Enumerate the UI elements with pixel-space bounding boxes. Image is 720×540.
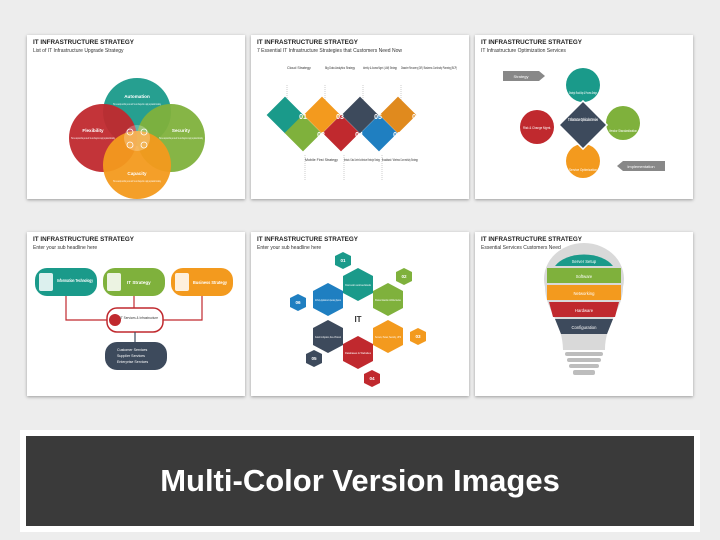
label-automation: Automation [124, 94, 150, 99]
body-security: This is a sample text that you can edit.… [159, 136, 203, 140]
venn-diagram: Automation Flexibility Security Capacity… [69, 78, 205, 199]
implementation-arrow [617, 161, 665, 171]
circle-capacity [103, 131, 171, 199]
strategy-arrow [503, 71, 545, 81]
slide-thumbnail-2[interactable]: IT INFRASTRUCTURE STRATEGY 7 Essential I… [251, 35, 469, 199]
body-flexibility: This is a sample text that you can edit.… [71, 136, 115, 140]
layer-label: Configuration [572, 325, 598, 330]
piece-number: 04 [355, 132, 363, 139]
hexagon-diagram: IT 01 02 03 04 05 06 Virtual Local & Loc… [290, 252, 426, 387]
piece-number: 06 [393, 132, 401, 139]
node-risk-label: Risk & Change Mgmt. [523, 126, 551, 130]
puzzle-diagram: Cloud Strategy Big Data Analytics Strate… [266, 66, 457, 180]
hex-number: 05 [311, 356, 317, 361]
node-vendor [606, 106, 640, 140]
box-label: Business Strategy [193, 280, 227, 285]
label-network-data-centre: Network / Data Centre Architecture Redes… [344, 158, 380, 162]
label-big-data: Big Data Analytics Strategy [325, 66, 355, 70]
banner: Multi-Color Version Images [20, 430, 700, 532]
hex-text: Virtual Local & Local Area Networks [345, 283, 371, 287]
hex-number: 01 [340, 258, 346, 263]
optimization-diagram: Strategy Implementation IT Infrastructur… [503, 68, 665, 178]
slide-thumbnail-6[interactable]: IT INFRASTRUCTURE STRATEGY Essential Ser… [475, 232, 693, 396]
node-roadmap [566, 68, 600, 102]
slide-subtitle: 7 Essential IT Infrastructure Strategies… [257, 48, 402, 54]
service-item: Supplier Services [117, 354, 145, 358]
node-roadmap-label: Strategic Road Map & Process Design [569, 91, 597, 95]
hex-text: 3rd Party Applications & Operating Syste… [315, 298, 341, 302]
center-it: IT [354, 315, 361, 324]
label-mobile-first: Mobile First Strategy [305, 158, 338, 162]
slide-title: IT INFRASTRUCTURE STRATEGY [33, 39, 134, 46]
node-vendor-label: Vendor Standardization [609, 129, 637, 133]
hex-text: Servers, Power, Security, UPS [375, 335, 401, 339]
middle-label: IT Services & Infrastructure [120, 316, 158, 320]
banner-title: Multi-Color Version Images [160, 463, 560, 498]
slide-subtitle: Enter your sub headline here [257, 245, 322, 251]
body-automation: This is a sample text that you can edit.… [113, 102, 161, 106]
service-item: Customer Services [117, 348, 148, 352]
lightbulb-diagram: Server Setup Software Networking Hardwar… [544, 243, 624, 375]
label-iam: Identity & Access Mgmt. (IAM) Strategy [363, 66, 397, 70]
body-capacity: This is a sample text that you can edit.… [113, 179, 161, 183]
label-capacity: Capacity [127, 171, 147, 176]
slide-thumbnail-3[interactable]: IT INFRASTRUCTURE STRATEGY IT Infrastruc… [475, 35, 693, 199]
label-flexibility: Flexibility [82, 128, 104, 133]
center-label: IT Infrastructure Optimization Services [568, 117, 598, 122]
node-risk [520, 110, 554, 144]
box-services-list [105, 342, 167, 370]
service-item: Enterprise Services [117, 360, 148, 364]
slide-title: IT INFRASTRUCTURE STRATEGY [481, 236, 582, 243]
slide-title: IT INFRASTRUCTURE STRATEGY [257, 236, 358, 243]
slide-subtitle: Enter your sub headline here [33, 245, 98, 251]
slide-title: IT INFRASTRUCTURE STRATEGY [257, 39, 358, 46]
bulb-base [565, 352, 603, 375]
label-cloud-strategy: Cloud Strategy [287, 66, 311, 70]
gear-icon [126, 128, 148, 149]
layer-label: Hardware [575, 308, 594, 313]
box-label: IT Strategy [127, 280, 151, 285]
slide-thumbnail-4[interactable]: IT INFRASTRUCTURE STRATEGY Enter your su… [27, 232, 245, 396]
piece-number: 02 [317, 132, 325, 139]
hex-text: Network Configuration, Fixes & Protocols [315, 335, 341, 339]
slide-subtitle: IT Infrastructure Optimization Services [481, 48, 566, 54]
slide-title: IT INFRASTRUCTURE STRATEGY [33, 236, 134, 243]
hex-text: Databases & Websites [345, 351, 371, 355]
box-label: Information Technology [57, 278, 93, 283]
node-service [566, 144, 600, 178]
hex-text: Wireless Networks & Mobile Devices [375, 298, 401, 302]
piece-number: 03 [336, 114, 344, 121]
layer-label: Software [576, 274, 593, 279]
slide-thumbnail-5[interactable]: IT INFRASTRUCTURE STRATEGY Enter your su… [251, 232, 469, 396]
hex-number: 03 [415, 334, 421, 339]
piece-number: 05 [374, 114, 382, 121]
label-security: Security [172, 128, 191, 133]
layer-label: Networking [574, 291, 596, 296]
hexagons [313, 268, 403, 369]
piece-number: 01 [299, 114, 307, 121]
hex-number: 04 [369, 376, 375, 381]
slide-subtitle: List of IT Infrastructure Upgrade Strate… [33, 48, 124, 54]
hex-number: 06 [295, 300, 301, 305]
implementation-label: Implementation [627, 164, 654, 169]
label-broadband: Broadband / Wireless Connectivity Strate… [382, 158, 418, 162]
strategy-label: Strategy [514, 74, 529, 79]
node-service-label: Service Optimization [569, 168, 597, 172]
label-dr-bcp: Disaster Recovery (DR)/ Business Continu… [401, 66, 457, 70]
slide-title: IT INFRASTRUCTURE STRATEGY [481, 39, 582, 46]
piece-number: 07 [412, 114, 420, 121]
slide-subtitle: Essential Services Customers Need [481, 245, 561, 251]
slide-thumbnail-1[interactable]: IT INFRASTRUCTURE STRATEGY List of IT In… [27, 35, 245, 199]
puzzle-pieces [266, 96, 417, 152]
hex-number: 02 [401, 274, 407, 279]
layer-label: Server Setup [572, 259, 597, 264]
flow-diagram: Information Technology IT Strategy Busin… [35, 268, 233, 370]
banner-panel: Multi-Color Version Images [26, 436, 694, 526]
